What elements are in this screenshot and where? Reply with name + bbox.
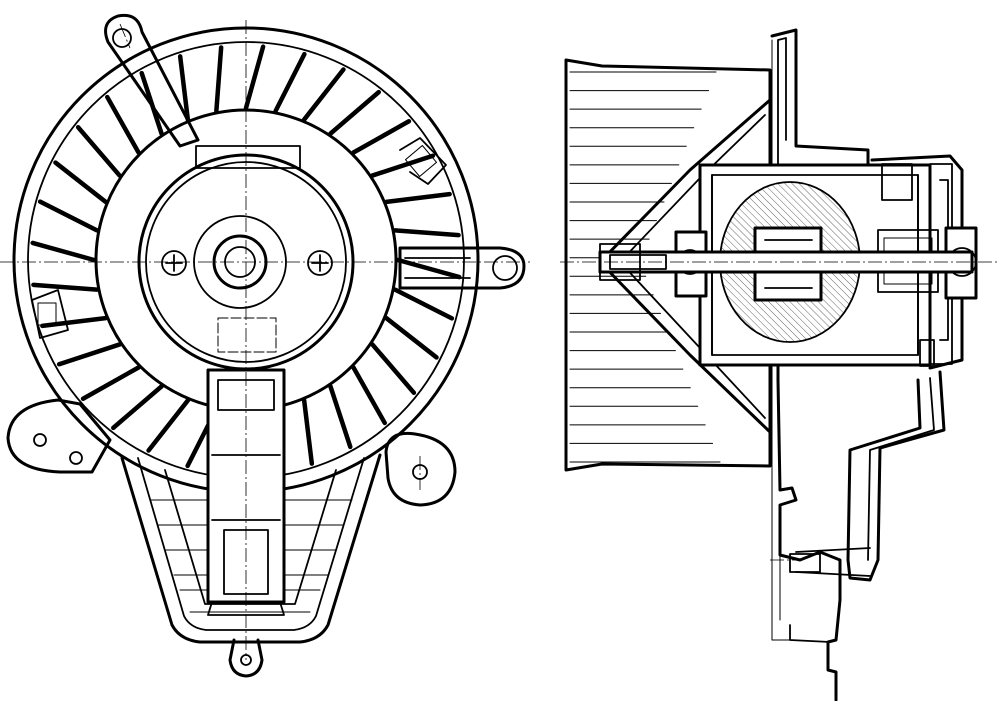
impeller-blade <box>328 384 353 450</box>
front-view <box>0 13 530 678</box>
screw-right <box>307 250 333 276</box>
motor-cone <box>598 98 772 434</box>
impeller-blade <box>243 44 266 111</box>
impeller-blade <box>111 384 164 431</box>
hub-top-tab <box>195 145 301 169</box>
impeller-blade <box>351 119 412 155</box>
impeller-blade <box>56 342 122 367</box>
impeller-blade <box>214 45 224 114</box>
impeller-blade <box>37 199 100 233</box>
impeller-blade <box>384 315 439 360</box>
impeller-blade <box>31 282 100 292</box>
fan-wheel <box>564 58 772 472</box>
right-mount-lug <box>384 431 457 507</box>
clip-left <box>31 289 69 339</box>
impeller-blade <box>384 191 452 205</box>
impeller-blade <box>301 398 315 466</box>
fan-wheel-fins <box>569 71 721 463</box>
impeller-blade <box>301 67 346 122</box>
impeller-blade <box>30 240 97 263</box>
impeller-blade <box>75 125 122 178</box>
terminal-bracket <box>789 370 946 582</box>
impeller-blade <box>80 365 141 401</box>
side-section-view <box>560 28 1000 701</box>
impeller-blades <box>30 44 462 476</box>
impeller-blade <box>370 342 417 395</box>
impeller-blade <box>177 54 191 122</box>
right-mount-arm <box>398 246 526 290</box>
impeller-blade <box>105 94 141 155</box>
impeller-blade <box>53 160 108 205</box>
impeller-blade <box>392 287 455 321</box>
screw-left <box>161 250 187 276</box>
impeller-blade <box>273 51 307 114</box>
hub-label-box <box>217 317 277 353</box>
impeller-blade <box>351 365 387 426</box>
impeller-blade <box>328 89 381 136</box>
housing-duct <box>120 453 382 644</box>
impeller-blade <box>392 228 461 238</box>
impeller-blade <box>395 257 462 280</box>
clip-right-top <box>399 137 447 185</box>
impeller-blade <box>146 398 191 453</box>
impeller-blade <box>370 153 436 178</box>
left-mount-lug <box>6 398 112 474</box>
